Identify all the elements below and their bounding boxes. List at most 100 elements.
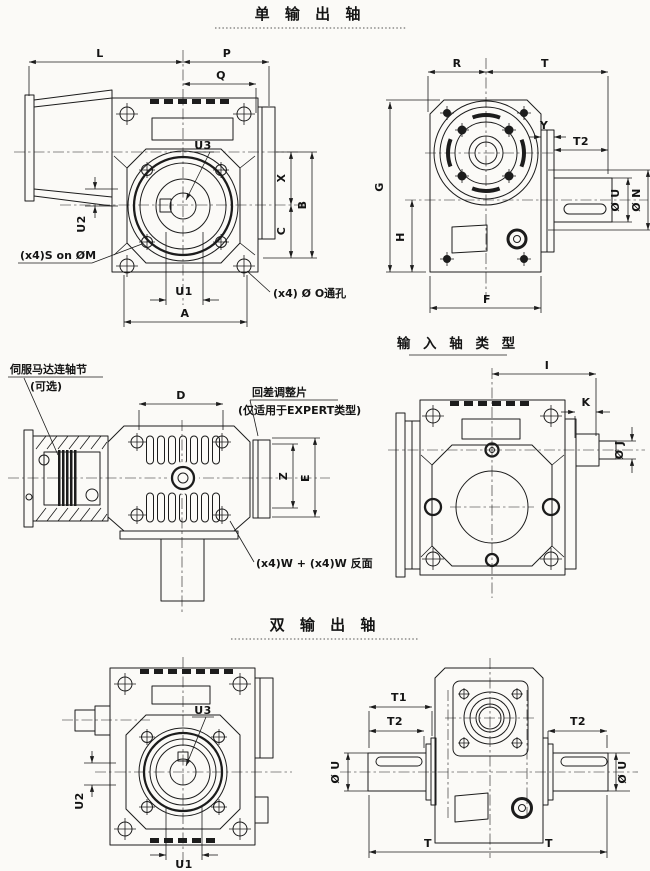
name-plate — [461, 418, 521, 440]
coupling-grille — [58, 450, 77, 506]
through-bore — [455, 470, 529, 544]
vent-serration — [140, 669, 233, 674]
housing — [429, 99, 542, 273]
dim-label-Y: Y — [539, 119, 549, 132]
dimensions: L P Q U3 X C B U2 U1 A — [18, 47, 346, 327]
output-cap — [257, 106, 276, 240]
dimensions: R T G H Y T2 Ø U Ø N F — [373, 57, 650, 313]
oil-window — [454, 792, 489, 823]
worm-hub — [484, 442, 500, 458]
dim-label-X: X — [275, 173, 288, 182]
output-shaft — [540, 129, 613, 253]
callout-servo-coupling: 伺服马达连轴节 — [9, 362, 87, 376]
dim-label-T2: T2 — [573, 135, 589, 148]
keyway — [375, 756, 423, 767]
dim-label-U2: U2 — [73, 792, 86, 809]
output-shaft-down — [160, 538, 205, 602]
dim-label-dia-U-left: Ø U — [329, 760, 342, 783]
dim-label-U1: U1 — [175, 285, 192, 298]
left-output-shaft — [367, 737, 437, 806]
flange-slots — [446, 113, 526, 193]
bell-housing — [24, 89, 113, 207]
right-output-shaft — [542, 737, 609, 806]
dim-label-K: K — [582, 396, 591, 409]
callout-servo-optional: (可选) — [30, 379, 62, 393]
vent-serration — [450, 401, 529, 406]
keyway — [159, 198, 172, 213]
dim-label-R: R — [453, 57, 462, 70]
keyway — [177, 751, 189, 762]
dim-label-T2-left: T2 — [387, 715, 403, 728]
name-plate — [151, 117, 234, 141]
dim-label-F: F — [483, 293, 491, 306]
dimensions: T1 T2 T2 Ø U Ø U T T — [329, 691, 630, 858]
single-output-side-view: R T G H Y T2 Ø U Ø N F — [373, 57, 650, 313]
dim-label-B: B — [296, 201, 309, 210]
dim-label-dia-N: Ø N — [630, 188, 643, 212]
drain-plug — [511, 797, 533, 819]
output-bore — [169, 192, 197, 220]
side-cap — [254, 677, 274, 824]
dim-label-T2-right: T2 — [570, 715, 586, 728]
dimensions: 伺服马达连轴节 (可选) D 回差调整片 (仅适用于EXPERT类型) Z E … — [8, 362, 373, 570]
dim-label-T-left: T — [424, 837, 432, 850]
dim-label-U2: U2 — [75, 215, 88, 232]
input-type-front-view: I K Ø J — [388, 359, 645, 598]
shim-flange — [252, 439, 271, 519]
section-titles: 单 输 出 轴 输 入 轴 类 型 双 输 出 轴 — [215, 5, 519, 640]
drain-plug — [506, 228, 528, 250]
dim-label-E: E — [299, 474, 312, 482]
input-stub-shaft — [74, 705, 111, 736]
double-output-side-view: T1 T2 T2 Ø U Ø U T T — [329, 658, 638, 858]
motor-flange — [395, 412, 421, 578]
dim-label-I: I — [545, 359, 550, 372]
dimensions: U3 U2 U1 — [73, 704, 218, 871]
dim-label-P: P — [223, 47, 231, 60]
single-output-front-view: L P Q U3 X C B U2 U1 A — [14, 47, 346, 327]
name-plate — [151, 685, 211, 705]
dim-label-U1: U1 — [175, 858, 192, 871]
mounting-holes — [114, 673, 251, 840]
dim-label-Z: Z — [277, 472, 290, 480]
callout-w-holes: (x4)W + (x4)W 反面 — [256, 556, 373, 570]
title-input-shaft-type: 输 入 轴 类 型 — [397, 335, 519, 352]
flange-bolts — [440, 106, 531, 266]
output-bore — [169, 758, 197, 786]
dim-label-dia-J: Ø J — [613, 441, 626, 459]
dim-label-U3: U3 — [194, 704, 211, 717]
center-hub — [170, 465, 196, 491]
face-plate — [126, 148, 241, 264]
mounting-holes — [422, 405, 562, 570]
vent-serration-bottom — [150, 838, 215, 843]
callout-backlash-shim: 回差调整片 — [252, 385, 307, 399]
dim-label-U3: U3 — [194, 139, 211, 152]
mounting-holes — [116, 103, 255, 277]
dim-label-Q: Q — [216, 69, 226, 82]
dim-label-T: T — [541, 57, 549, 70]
dim-label-dia-U: Ø U — [609, 188, 622, 211]
dim-label-T1: T1 — [391, 691, 407, 704]
base-skirt — [119, 530, 239, 540]
servo-coupling — [23, 429, 109, 528]
housing — [109, 667, 256, 846]
housing — [434, 667, 544, 844]
callout-through-holes: (x4) Ø O通孔 — [273, 287, 346, 300]
housing — [419, 399, 566, 576]
input-type-side-view: 伺服马达连轴节 (可选) D 回差调整片 (仅适用于EXPERT类型) Z E … — [8, 362, 373, 612]
face-plate — [125, 714, 241, 830]
dim-label-T-right: T — [545, 837, 553, 850]
face-plate — [431, 444, 553, 567]
input-shaft — [564, 418, 617, 570]
keyway — [563, 203, 607, 215]
dim-label-H: H — [394, 232, 407, 242]
dim-label-C: C — [275, 227, 288, 235]
oil-window — [451, 224, 488, 254]
dim-label-A: A — [181, 307, 190, 320]
title-single-output: 单 输 出 轴 — [255, 5, 366, 23]
corner-bolts — [128, 433, 231, 524]
dim-label-G: G — [373, 182, 386, 191]
input-flange — [452, 680, 529, 757]
dim-label-dia-U-right: Ø U — [616, 760, 629, 783]
